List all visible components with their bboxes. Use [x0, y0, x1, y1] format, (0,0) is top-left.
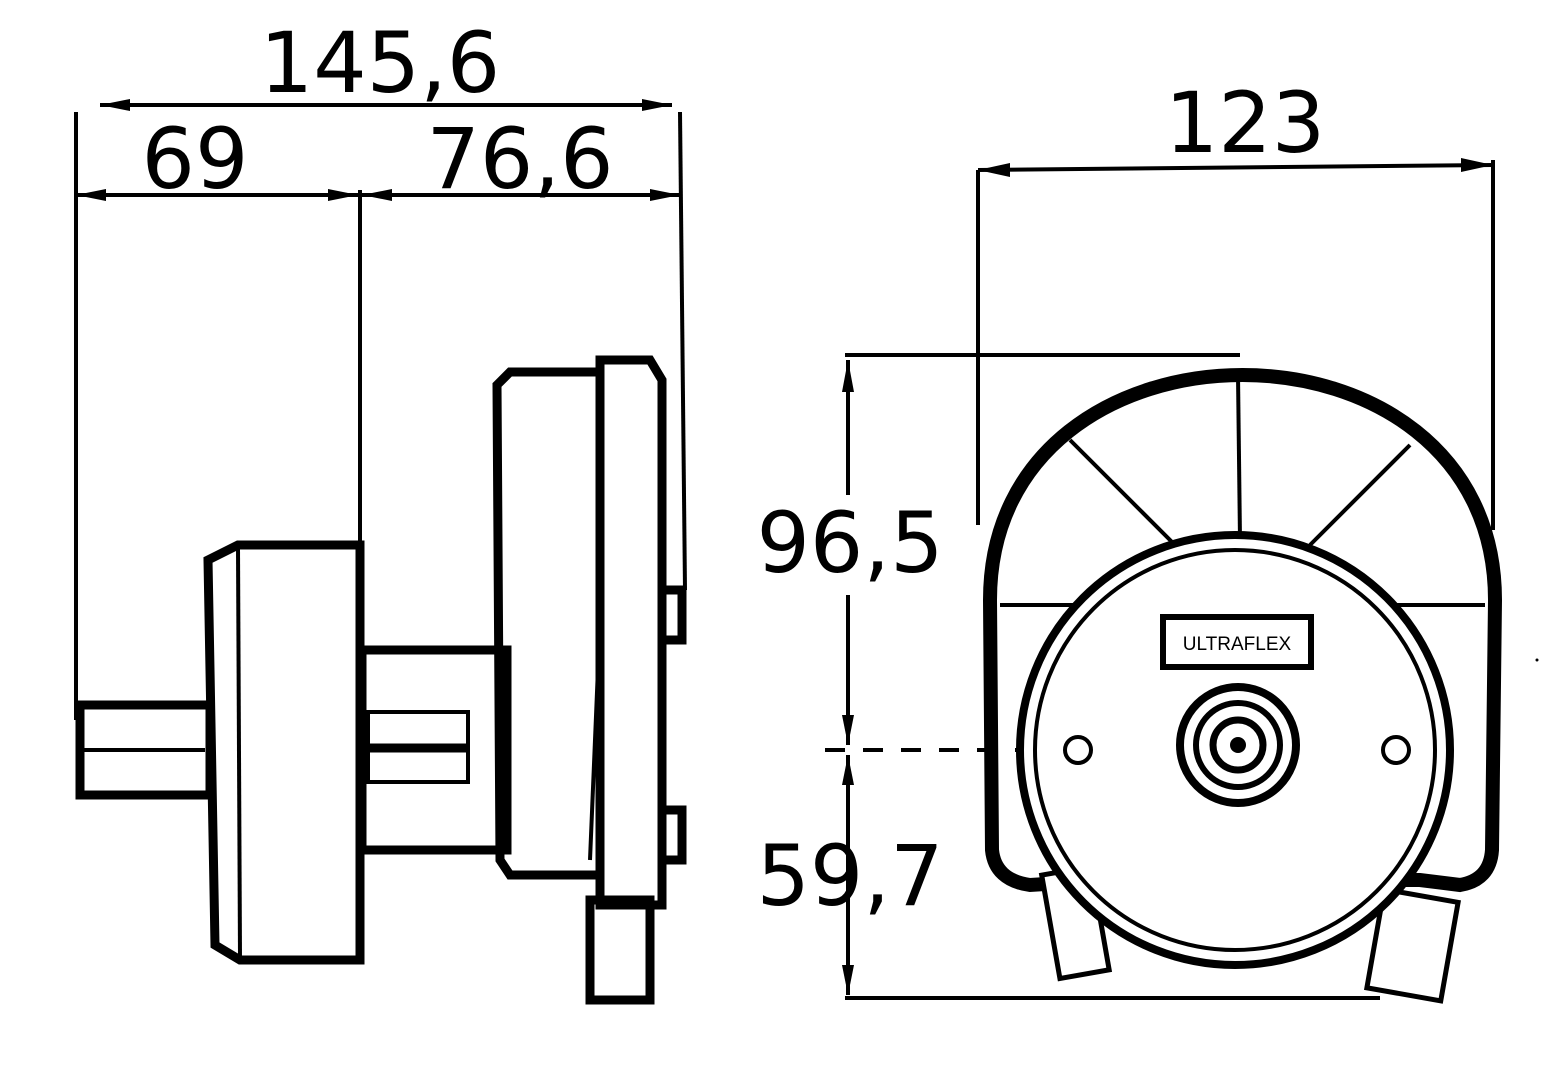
rear-cover: [203, 540, 365, 965]
arrow-icon: [842, 755, 854, 785]
dimension-line-width: [977, 163, 1494, 172]
rib: [1308, 443, 1412, 547]
arrow-icon: [650, 189, 680, 201]
arrow-icon: [76, 189, 106, 201]
cable-fitting: [1363, 886, 1462, 1004]
side-view: 145,6 69 76,6: [74, 14, 687, 1005]
helm-body: [357, 645, 512, 855]
mount-plate: [595, 355, 667, 910]
dimension-lower-height: 59,7: [756, 827, 943, 925]
extension-line-right: [678, 111, 687, 591]
arrow-icon: [842, 360, 854, 392]
arrow-icon: [842, 965, 854, 995]
arrow-icon: [100, 99, 130, 111]
helm-housing: [982, 368, 1503, 893]
arrow-icon: [1461, 158, 1493, 172]
speck: [1535, 658, 1539, 662]
front-view: 123 96,5 59,7 ULTRAFLEX: [756, 74, 1503, 1004]
dimension-total-depth: 145,6: [260, 14, 500, 112]
dimension-front-depth: 76,6: [426, 110, 613, 208]
bezel-inner-ring: [1033, 548, 1437, 952]
arrow-icon: [842, 715, 854, 745]
rib: [1068, 438, 1177, 547]
bezel-edge: [588, 619, 602, 861]
arrow-icon: [362, 189, 392, 201]
hub-ring: [1209, 716, 1267, 774]
front-bezel: [492, 367, 605, 880]
mount-tab: [657, 585, 687, 645]
hub-center: [1230, 737, 1246, 753]
mount-hole: [1381, 735, 1411, 765]
arrow-icon: [642, 99, 672, 111]
brand-plate: [1160, 614, 1314, 670]
arrow-icon: [328, 189, 358, 201]
hub-ring: [1193, 700, 1283, 790]
arrow-icon: [978, 163, 1010, 177]
shaft-hub: [1176, 683, 1300, 807]
dimension-upper-height: 96,5: [756, 494, 943, 592]
brand-label: ULTRAFLEX: [1183, 634, 1292, 655]
mount-hole: [1063, 735, 1093, 765]
rib: [1236, 374, 1242, 541]
dimension-rear-depth: 69: [142, 110, 249, 208]
dimension-width: 123: [1165, 74, 1325, 172]
mount-tab: [657, 805, 687, 865]
cable-fitting: [585, 895, 655, 1005]
cover-edge: [236, 547, 242, 959]
